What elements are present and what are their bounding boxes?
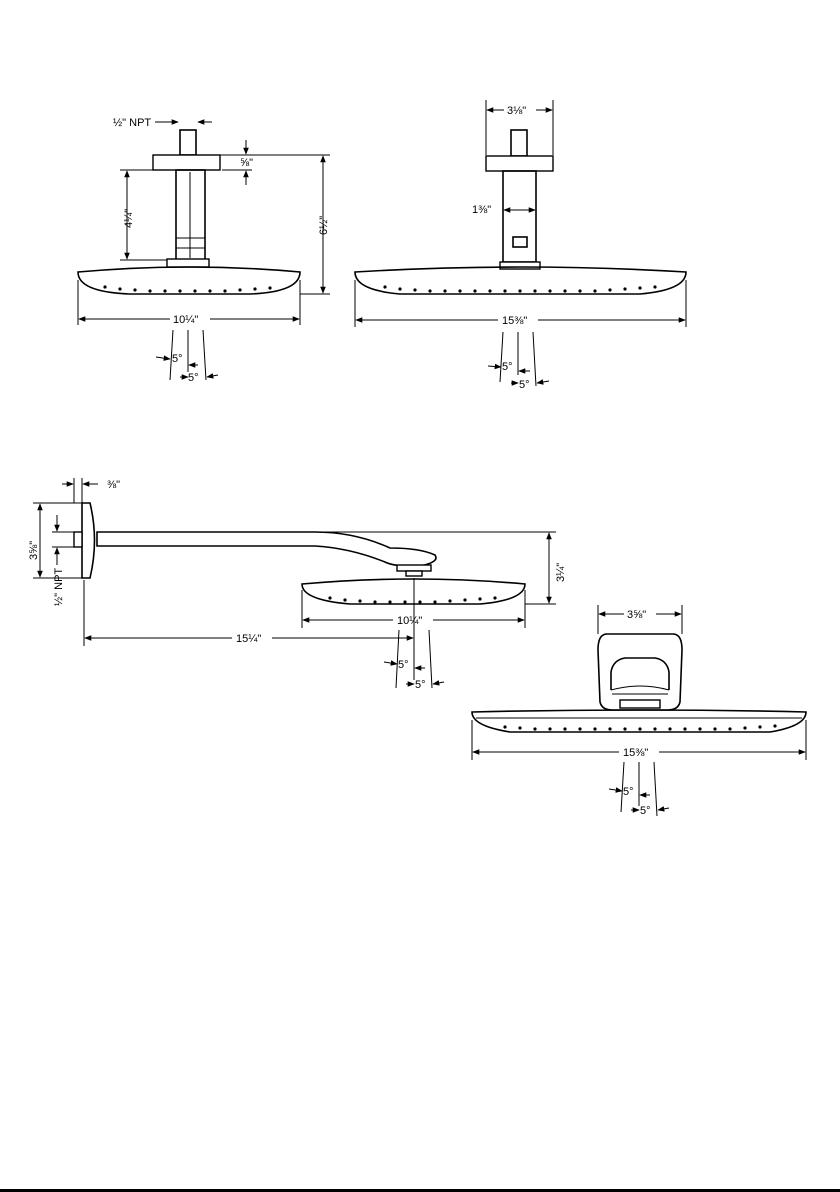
head-width-label-2: 15⅜" xyxy=(502,315,527,327)
spray-nozzles xyxy=(103,285,271,292)
front-arm-inner xyxy=(611,658,669,690)
wall-arm xyxy=(97,532,436,566)
spray-nozzles xyxy=(328,596,496,603)
inlet-nipple xyxy=(180,130,196,155)
head-width-label-4: 15⅜" xyxy=(623,747,648,759)
wall-plate xyxy=(82,503,95,578)
inlet-nipple xyxy=(511,130,527,156)
plate-depth-label: ⅜" xyxy=(107,479,120,491)
front-view: 3⅝" 15⅜" 5° 5° xyxy=(472,605,806,817)
arm-reach-label: 15¼" xyxy=(236,633,261,645)
flange-width-label: 3⅛" xyxy=(507,105,526,117)
ceiling-flange xyxy=(153,155,220,170)
tilt-angle-2a: 5° xyxy=(502,361,513,373)
npt-label-1: ½" NPT xyxy=(113,117,151,129)
head-width-label-3: 10¼" xyxy=(397,615,422,627)
arm-width-label: 3⅝" xyxy=(627,609,646,621)
arm-slot xyxy=(513,237,527,247)
head-drop-label: 3¼" xyxy=(555,563,567,582)
arm-length-label: 4¼" xyxy=(123,209,135,228)
flange-thickness-label: ⅝" xyxy=(240,157,253,169)
ceiling-mount-large-view: 3⅛" 1⅜" 15⅜" 5° 5° xyxy=(355,100,686,391)
ball-joint xyxy=(167,259,209,267)
tilt-angle-3a: 5° xyxy=(398,659,409,671)
spray-nozzles xyxy=(383,285,656,292)
npt-label-2: ½" NPT xyxy=(53,568,65,606)
npt-inlet xyxy=(74,532,82,547)
tilt-angle-1b: 5° xyxy=(188,372,199,384)
ball-joint xyxy=(500,262,540,269)
tilt-angle-1a: 5° xyxy=(172,353,183,365)
tilt-angle-3b: 5° xyxy=(415,679,426,691)
ceiling-mount-small-view: ½" NPT ⅝" 4¼" 6½" 10¼" 5° 5° xyxy=(78,117,330,384)
spray-nozzles xyxy=(503,724,776,730)
overall-height-label: 6½" xyxy=(318,216,330,235)
wall-mount-view: ⅜" 3⅝" ½" NPT 3¼" 10¼" 15¼" xyxy=(28,478,567,691)
ceiling-flange xyxy=(486,156,553,171)
head-width-label-1: 10¼" xyxy=(173,314,198,326)
ball-joint xyxy=(397,565,431,571)
tilt-angle-4a: 5° xyxy=(623,786,634,798)
arm-tube xyxy=(503,171,536,262)
shower-head-small xyxy=(78,267,300,294)
tilt-angle-2b: 5° xyxy=(519,379,530,391)
tilt-angle-4b: 5° xyxy=(640,805,651,817)
plate-height-label: 3⅝" xyxy=(28,541,40,560)
ball-joint xyxy=(620,700,660,708)
arm-diameter-label: 1⅜" xyxy=(472,204,491,216)
